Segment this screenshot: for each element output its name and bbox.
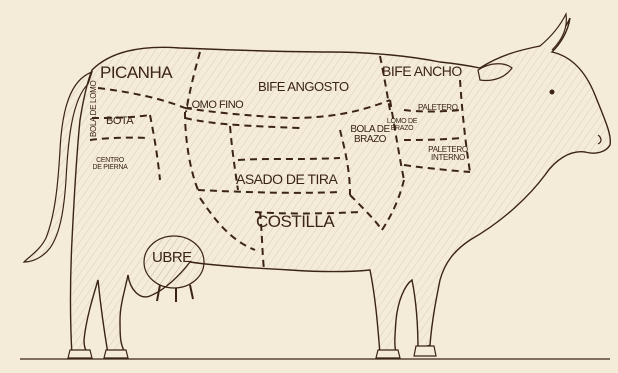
cow-eye [549,89,555,95]
label-costilla: COSTILLA [256,212,335,231]
cow-ear [477,63,513,82]
label-lomo-de-brazo-line2: BRAZO [390,125,414,132]
label-bife-ancho: BIFE ANCHO [382,63,462,79]
cow-tail [22,71,93,263]
label-paletero-interno: PALETERO INTERNO [428,146,468,162]
label-centro-de-pierna-line2: DE PIERNA [92,164,128,171]
cow-teats [156,284,194,302]
label-paletero-interno-line1: PALETERO [428,145,468,154]
cow-body-outline [69,17,612,357]
label-ubre: UBRE [152,249,192,266]
label-bola-de-brazo-line1: BOLA DE [350,124,390,135]
label-centro-de-pierna: CENTRO DE PIERNA [92,157,128,171]
cow-hooves [67,345,437,359]
label-lomo-de-brazo: LOMO DE BRAZO [386,118,418,132]
label-bife-angosto: BIFE ANGOSTO [258,79,349,94]
cut-lines [89,51,471,271]
cow-horn [539,12,567,51]
label-lomo-fino: LOMO FINO [186,99,244,111]
label-lomo-de-brazo-line1: LOMO DE [386,118,418,125]
label-centro-de-pierna-line1: CENTRO [96,157,124,164]
cow-udder [143,235,205,289]
label-asado-de-tira: ASADO DE TIRA [236,171,338,187]
label-bola-de-brazo-line2: BRAZO [354,134,386,145]
label-bola-de-lomo: BOLA DE LOMO [89,80,98,137]
label-bota: BOTA [106,115,134,127]
label-picanha: PICANHA [100,63,173,82]
label-bola-de-brazo: BOLA DE BRAZO [344,125,396,145]
label-paletero: PALETERO [418,103,458,112]
cow-nostril [597,134,602,145]
label-paletero-interno-line2: INTERNO [431,153,465,162]
